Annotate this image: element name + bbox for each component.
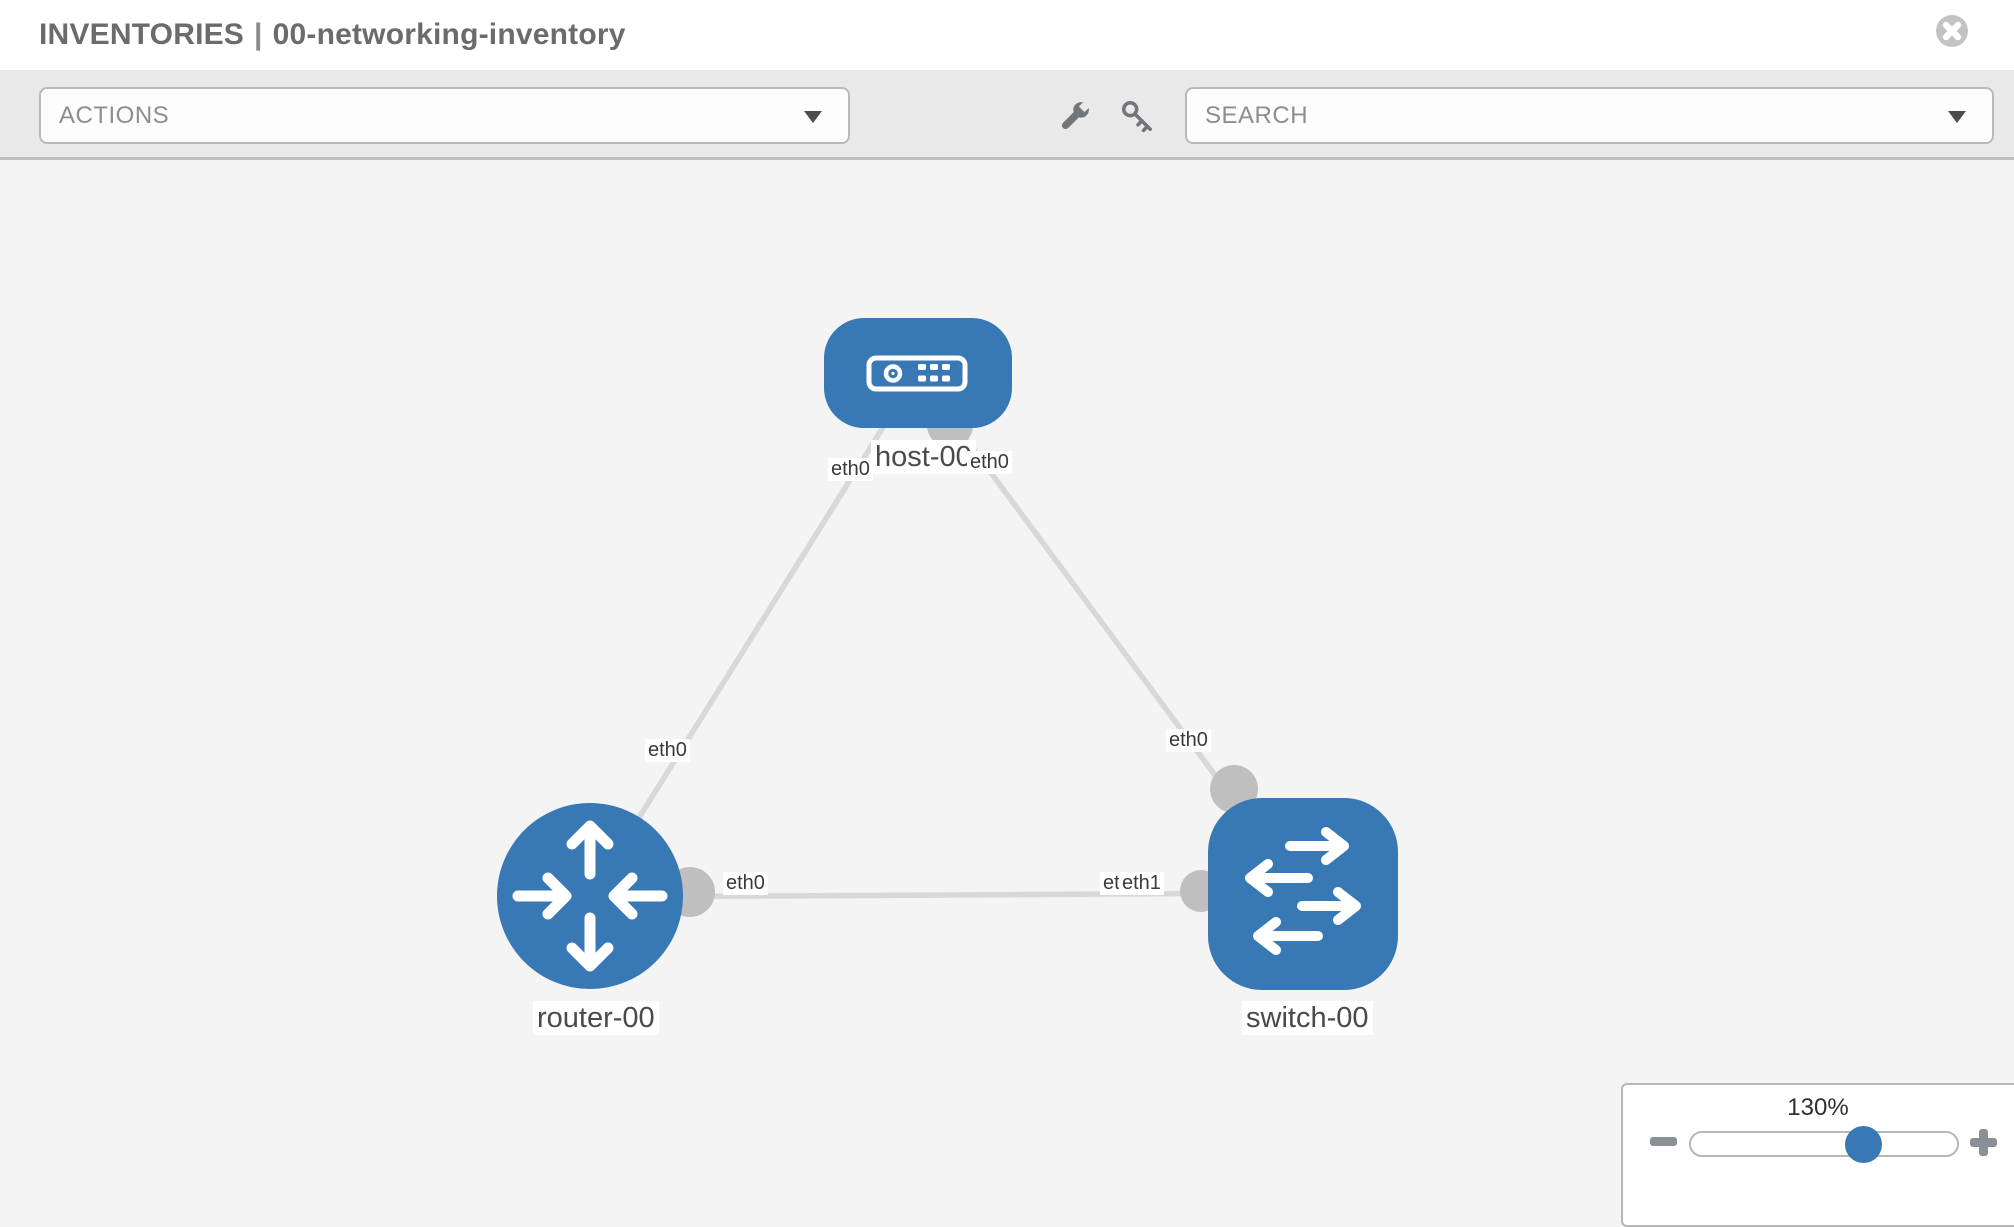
if-label-switch-top: eth0 — [1166, 729, 1211, 752]
zoom-in-button[interactable] — [1970, 1129, 1997, 1156]
node-switch[interactable] — [1208, 798, 1398, 990]
page-title: INVENTORIES | 00-networking-inventory — [39, 0, 626, 70]
zoom-slider-thumb[interactable] — [1845, 1126, 1882, 1163]
if-label-host-left: eth0 — [828, 458, 873, 481]
zoom-control-panel: 130% — [1621, 1083, 2014, 1227]
close-button[interactable] — [1932, 11, 1972, 51]
if-label-router-top: eth0 — [645, 739, 690, 762]
server-icon — [866, 355, 968, 392]
zoom-out-button[interactable] — [1650, 1137, 1677, 1146]
node-label-host: host-00 — [871, 440, 976, 474]
if-label-switch-left-eth1: eth1 — [1119, 872, 1164, 895]
node-label-router: router-00 — [533, 1001, 659, 1035]
search-dropdown-label: SEARCH — [1205, 101, 1309, 129]
router-arrows-icon — [512, 820, 668, 972]
chevron-down-icon — [804, 111, 822, 123]
wrench-icon — [1061, 100, 1091, 130]
search-dropdown[interactable]: SEARCH — [1185, 87, 1994, 144]
node-label-switch: switch-00 — [1242, 1001, 1373, 1035]
zoom-slider-track[interactable] — [1689, 1131, 1959, 1157]
switch-arrows-icon — [1245, 827, 1361, 955]
key-icon — [1121, 100, 1152, 133]
zoom-level-value: 130% — [1787, 1094, 1849, 1121]
credentials-button[interactable] — [1118, 97, 1158, 137]
node-host[interactable] — [824, 318, 1012, 428]
actions-dropdown-label: ACTIONS — [59, 101, 170, 129]
actions-dropdown[interactable]: ACTIONS — [39, 87, 850, 144]
interface-endpoints — [665, 402, 1258, 917]
if-label-host-right: eth0 — [967, 451, 1012, 474]
breadcrumb-inventory-name: 00-networking-inventory — [272, 18, 626, 51]
toolbar: ACTIONS SEARCH — [0, 70, 2014, 160]
node-router[interactable] — [497, 803, 683, 989]
chevron-down-icon — [1948, 111, 1966, 123]
breadcrumb-separator: | — [254, 18, 263, 51]
breadcrumb-section: INVENTORIES — [39, 18, 245, 51]
close-icon — [1936, 15, 1968, 47]
configure-button[interactable] — [1054, 97, 1094, 137]
if-label-router-right: eth0 — [723, 872, 768, 895]
header: INVENTORIES | 00-networking-inventory — [0, 0, 2014, 72]
topology-canvas[interactable]: host-00 router-00 switch-00 eth0 eth0 et… — [0, 0, 2014, 1200]
